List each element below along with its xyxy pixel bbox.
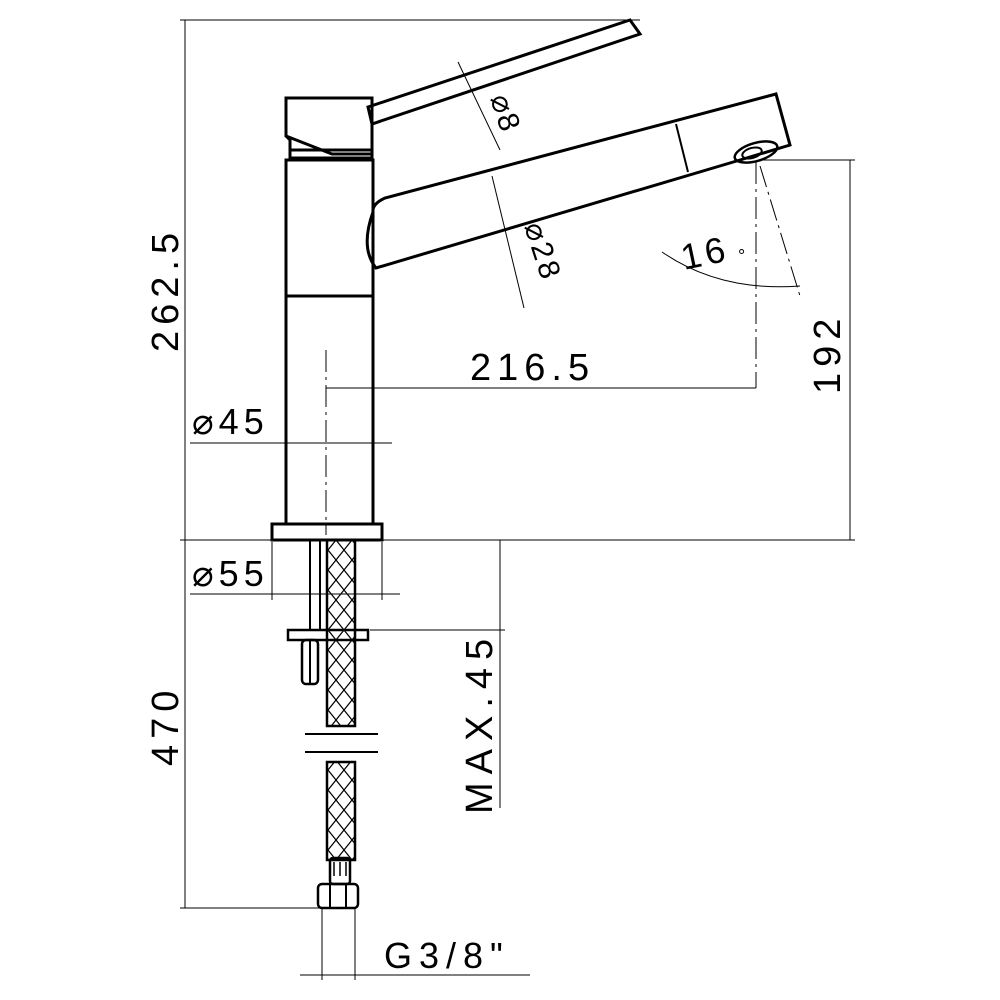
cartridge-ring xyxy=(284,134,374,160)
label-spout-reach: 216.5 xyxy=(470,347,595,389)
faucet-body xyxy=(270,18,792,542)
spout xyxy=(365,92,792,270)
spout-joint xyxy=(675,123,689,173)
dimension-labels: 262.5 216.5 192 ⌀45 ⌀55 MAX.45 470 G3/8"… xyxy=(145,90,849,976)
label-spout-diameter: ⌀28 xyxy=(517,218,567,286)
label-spout-angle: 16 xyxy=(677,228,733,278)
lower-body xyxy=(284,294,375,526)
lever-head xyxy=(284,96,374,156)
label-hose-length: 470 xyxy=(145,685,187,766)
label-lever-diameter: ⌀8 xyxy=(483,90,526,137)
label-spout-height: 192 xyxy=(807,313,849,394)
label-max-deck-thickness: MAX.45 xyxy=(459,631,501,814)
label-connection-thread: G3/8" xyxy=(384,935,510,976)
label-body-diameter: ⌀45 xyxy=(192,401,269,442)
label-base-diameter: ⌀55 xyxy=(192,553,269,594)
dimension-lines xyxy=(180,19,855,980)
base-flange xyxy=(270,522,384,542)
aerator xyxy=(733,140,779,164)
hex-nut xyxy=(316,882,360,910)
threaded-rod xyxy=(309,539,321,631)
upper-body xyxy=(284,158,375,298)
label-degree-symbol: ° xyxy=(738,246,745,266)
label-total-height: 262.5 xyxy=(145,227,187,352)
braided-hose xyxy=(305,538,378,910)
